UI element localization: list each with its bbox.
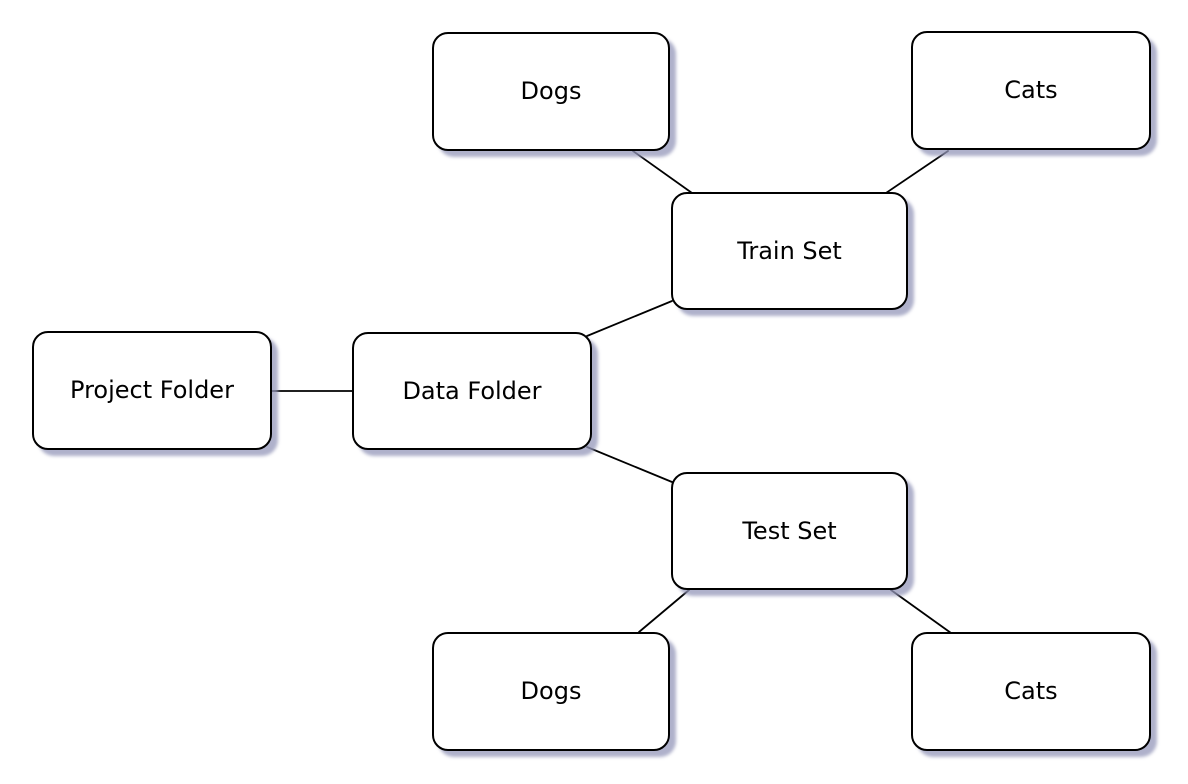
node-train-set: Train Set [671, 192, 908, 310]
node-label-train-dogs: Dogs [520, 77, 582, 106]
node-label-data-folder: Data Folder [402, 376, 542, 405]
edge-data-folder-to-train-set [586, 300, 673, 337]
node-label-train-cats: Cats [1004, 76, 1058, 105]
node-train-dogs: Dogs [432, 32, 670, 151]
node-test-set: Test Set [671, 472, 908, 590]
node-label-test-cats: Cats [1004, 677, 1058, 706]
node-label-train-set: Train Set [737, 236, 842, 265]
node-train-cats: Cats [911, 31, 1151, 150]
edge-test-set-to-test-cats [890, 589, 952, 634]
edge-test-set-to-test-dogs [638, 589, 690, 633]
node-label-test-set: Test Set [742, 516, 837, 545]
node-test-cats: Cats [911, 632, 1151, 751]
node-data-folder: Data Folder [352, 332, 592, 450]
node-project-folder: Project Folder [32, 331, 272, 450]
edge-data-folder-to-test-set [586, 446, 673, 483]
node-test-dogs: Dogs [432, 632, 670, 751]
node-label-project-folder: Project Folder [70, 376, 234, 405]
edge-train-set-to-train-cats [885, 150, 949, 194]
node-label-test-dogs: Dogs [520, 677, 582, 706]
edge-train-set-to-train-dogs [632, 150, 693, 194]
